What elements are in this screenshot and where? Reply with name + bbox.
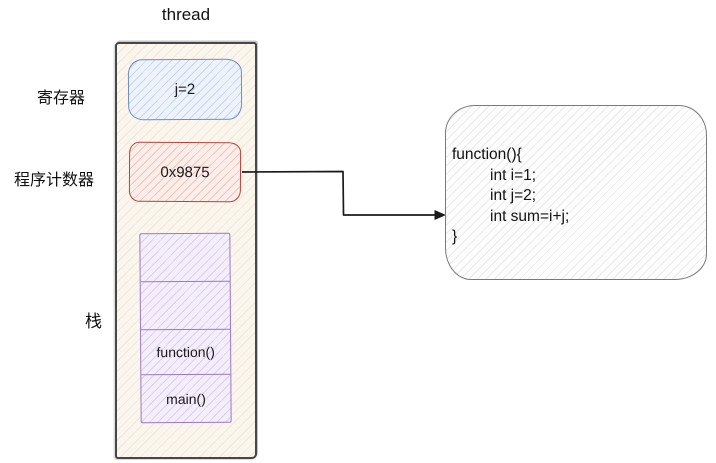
code-line: } (452, 228, 458, 245)
code-line: int i=1; (490, 166, 537, 184)
code-line: int j=2; (490, 187, 537, 204)
code-line: function(){ (452, 146, 522, 163)
code-block-box (445, 105, 707, 280)
program-counter-label: 程序计数器 (14, 172, 95, 189)
program-counter-value: 0x9875 (160, 163, 210, 181)
stack-cell-empty (140, 280, 231, 330)
code-block-text: function(){ int i=1; int j=2; int sum=i+… (452, 145, 702, 248)
stack-box: function() main() (139, 232, 232, 424)
register-label: 寄存器 (37, 90, 86, 107)
program-counter-value-box: 0x9875 (128, 141, 242, 203)
stack-cell-main: main() (141, 373, 231, 423)
register-value-box: j=2 (127, 58, 243, 121)
stack-label: 栈 (85, 312, 102, 331)
stack-cell-empty-top (140, 234, 229, 282)
code-line: int sum=i+j; (490, 207, 570, 225)
thread-title: thread (161, 5, 211, 24)
stack-cell-function: function() (141, 328, 231, 375)
register-value: j=2 (174, 80, 196, 99)
